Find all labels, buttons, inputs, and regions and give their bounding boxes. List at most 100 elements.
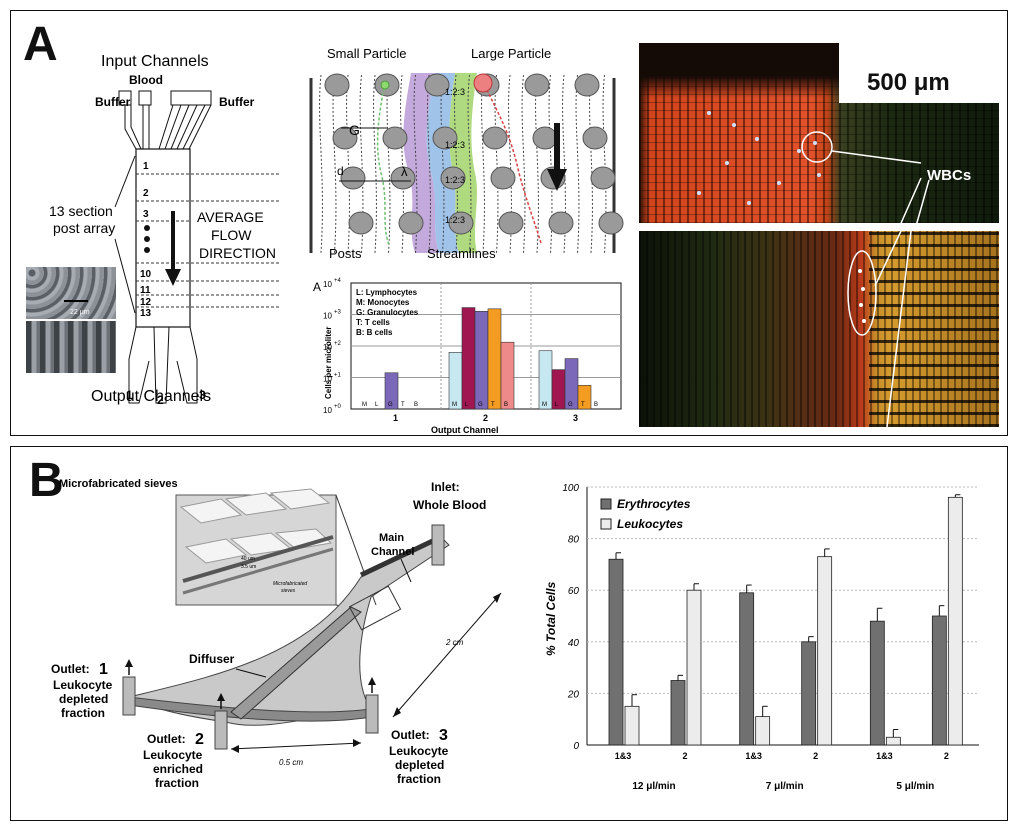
y-tick-exp: +4 — [334, 278, 342, 284]
outlet-1-reservoir — [122, 676, 136, 716]
log-bar — [538, 350, 553, 410]
pct-y-tick: 40 — [568, 638, 580, 649]
bar-letter: L — [375, 402, 379, 408]
post — [532, 126, 558, 150]
group-label: 2 — [483, 413, 488, 423]
pct-bar — [608, 558, 624, 746]
pct-bar — [670, 680, 686, 746]
pct-y-tick: 60 — [568, 586, 580, 597]
outlet-2-line-3: fraction — [155, 776, 199, 790]
inset-dim-2: 3.5 um — [241, 564, 256, 570]
blood-label: Blood — [129, 73, 163, 87]
pct-legend-label: Erythrocytes — [617, 497, 691, 511]
log-chart-xlabel: Output Channel — [431, 425, 499, 435]
post — [598, 211, 624, 235]
main-channel-label-2: Channel — [371, 546, 414, 558]
streamline — [467, 74, 472, 254]
pct-bar — [686, 589, 702, 746]
pct-bar — [885, 736, 901, 746]
bar-letter: T — [491, 402, 495, 408]
outlet-2-number: 2 — [195, 731, 204, 748]
sem-scale-label: 22 µm — [70, 309, 90, 316]
post — [340, 166, 366, 190]
wbcs-label: WBCs — [927, 167, 972, 184]
outlet-2-line-1: Leukocyte — [143, 748, 203, 762]
small-particle-trajectory — [376, 82, 390, 246]
section-label-2: post array — [53, 220, 115, 236]
post — [424, 73, 450, 97]
stream-labels: 1:2:3 — [445, 215, 465, 225]
pct-legend-label: Leukocytes — [617, 517, 683, 531]
pct-bar-label: 2 — [944, 751, 949, 761]
log-chart-ylabel: Cells per microliter — [324, 327, 333, 399]
micrograph-bottom — [639, 231, 999, 427]
streamline — [454, 74, 458, 254]
streamline — [413, 74, 418, 254]
legend-entry: G: Granulocytes — [356, 308, 419, 317]
streamline — [508, 74, 512, 254]
outlet-3-reservoir — [365, 694, 379, 734]
pct-legend-swatch — [600, 518, 612, 530]
blood-inlet — [138, 90, 152, 106]
flow-label-1: AVERAGE — [197, 209, 264, 225]
bar-letter: L — [465, 402, 469, 408]
log-bar — [461, 307, 476, 410]
pct-group-label: 5 μl/min — [896, 781, 934, 792]
y-tick-exp: +0 — [334, 404, 342, 410]
y-tick-exp: +1 — [334, 373, 342, 379]
sieve-device-diagram: Microfabricated sieves 40 um 3.5 um Micr… — [51, 478, 502, 790]
sem-image-post-array-top: 22 µm — [26, 267, 116, 319]
log-bar — [500, 341, 515, 410]
outlet-1-prefix: Outlet: — [51, 662, 90, 676]
log-chart-panel-label: A — [313, 280, 321, 294]
outlet-1-line-1: Leukocyte — [53, 678, 113, 692]
section-number-3: 3 — [143, 209, 149, 220]
inset-dim-1: 40 um — [241, 556, 255, 562]
bar-letter: B — [504, 402, 508, 408]
post — [448, 211, 474, 235]
pct-bar-label: 2 — [813, 751, 818, 761]
bar-letter: G — [478, 402, 483, 408]
scale-bar-label: 500 μm — [867, 69, 950, 96]
streamline — [386, 74, 391, 254]
bar-letter: T — [581, 402, 585, 408]
main-channel-label-1: Main — [379, 532, 404, 544]
large-particle-label: Large Particle — [471, 46, 551, 61]
stream-labels: 1:2:3 — [445, 140, 465, 150]
pct-bar — [739, 592, 755, 746]
legend-entry: T: T cells — [356, 318, 390, 327]
panel-a: A Input Channels Blood Buffer Buffer 1 2… — [10, 10, 1008, 436]
output-number-1: 1 — [126, 388, 133, 402]
gap-label: G — [349, 122, 360, 138]
outlet-3-number: 3 — [439, 727, 448, 744]
group-label: 3 — [573, 413, 578, 423]
inlet-label-1: Inlet: — [431, 480, 460, 494]
inlet-reservoir — [431, 524, 445, 566]
micrograph-top: 500 μm WBCs — [639, 43, 999, 223]
streamline — [521, 74, 526, 254]
streamline — [346, 74, 350, 254]
dld-device-schematic: Input Channels Blood Buffer Buffer 1 2 3… — [49, 53, 280, 407]
post — [498, 211, 524, 235]
wbc-highlight-circle — [801, 131, 833, 163]
streamline — [359, 74, 364, 254]
small-particle-label: Small Particle — [327, 46, 406, 61]
section-arrow-top — [114, 155, 136, 208]
pct-bar-label: 1&3 — [876, 751, 893, 761]
post — [574, 73, 600, 97]
pct-legend-swatch — [600, 498, 612, 510]
y-tick-exp: +2 — [334, 341, 342, 347]
post — [398, 211, 424, 235]
pct-bar — [801, 641, 817, 746]
buffer-inlet-right — [170, 90, 212, 106]
pct-bar — [817, 556, 833, 746]
post — [382, 126, 408, 150]
output-number-3: 3 — [199, 388, 206, 402]
flow-arrow-head — [165, 269, 181, 286]
y-tick-base: 10 — [323, 280, 332, 289]
log-bar — [577, 385, 592, 410]
output-channels-label: Output Channels — [91, 388, 211, 405]
streamline — [332, 74, 337, 254]
